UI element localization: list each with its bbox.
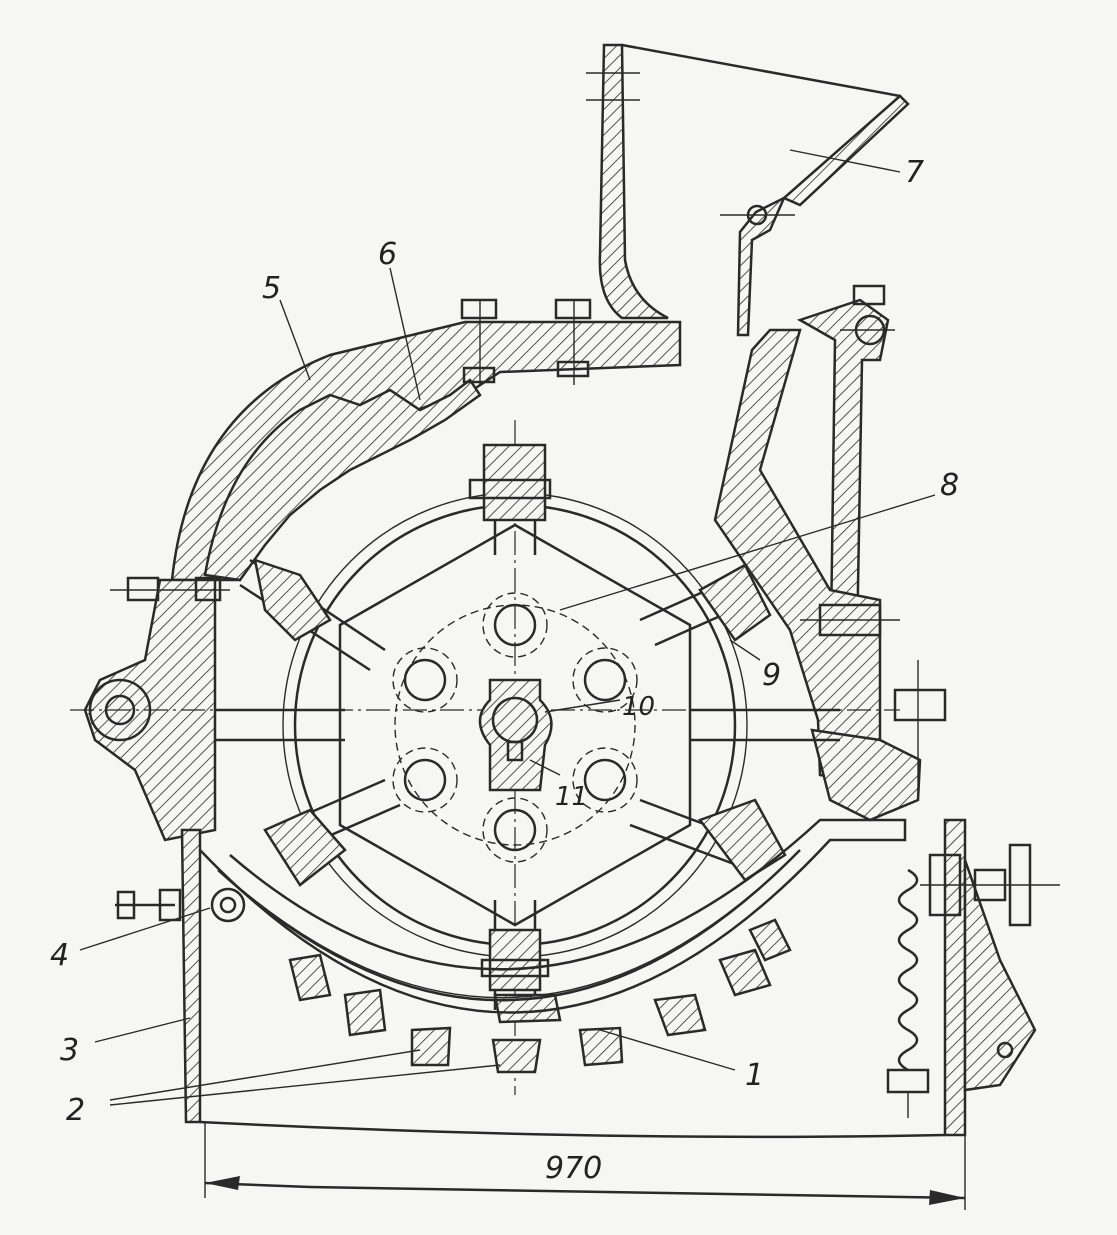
- label-1: 1: [745, 1058, 764, 1093]
- hopper: [586, 43, 910, 337]
- dimension-label: 970: [545, 1151, 602, 1186]
- upper-casing: [170, 298, 682, 582]
- label-3: 3: [60, 1033, 79, 1068]
- leader-lines: [79, 149, 936, 1106]
- label-2: 2: [66, 1093, 85, 1128]
- right-frame: [713, 284, 947, 822]
- grate-bars: [288, 918, 792, 1074]
- label-6: 6: [378, 237, 397, 272]
- label-11: 11: [555, 782, 588, 812]
- label-7: 7: [905, 155, 924, 190]
- callout-labels: 1 2 3 4 5 6 7 8 9 10 11: [50, 155, 959, 1128]
- tension-spring: [886, 843, 1060, 1118]
- label-10: 10: [622, 692, 655, 722]
- side-walls: [180, 818, 1037, 1139]
- label-9: 9: [762, 658, 781, 693]
- shaft: [478, 678, 553, 792]
- label-8: 8: [940, 468, 959, 503]
- rotor: [215, 420, 840, 1095]
- label-5: 5: [262, 271, 281, 306]
- dimension-970: 970: [204, 1122, 966, 1210]
- grate: [115, 818, 907, 1074]
- label-4: 4: [50, 938, 69, 973]
- rotor-pins: [392, 592, 638, 863]
